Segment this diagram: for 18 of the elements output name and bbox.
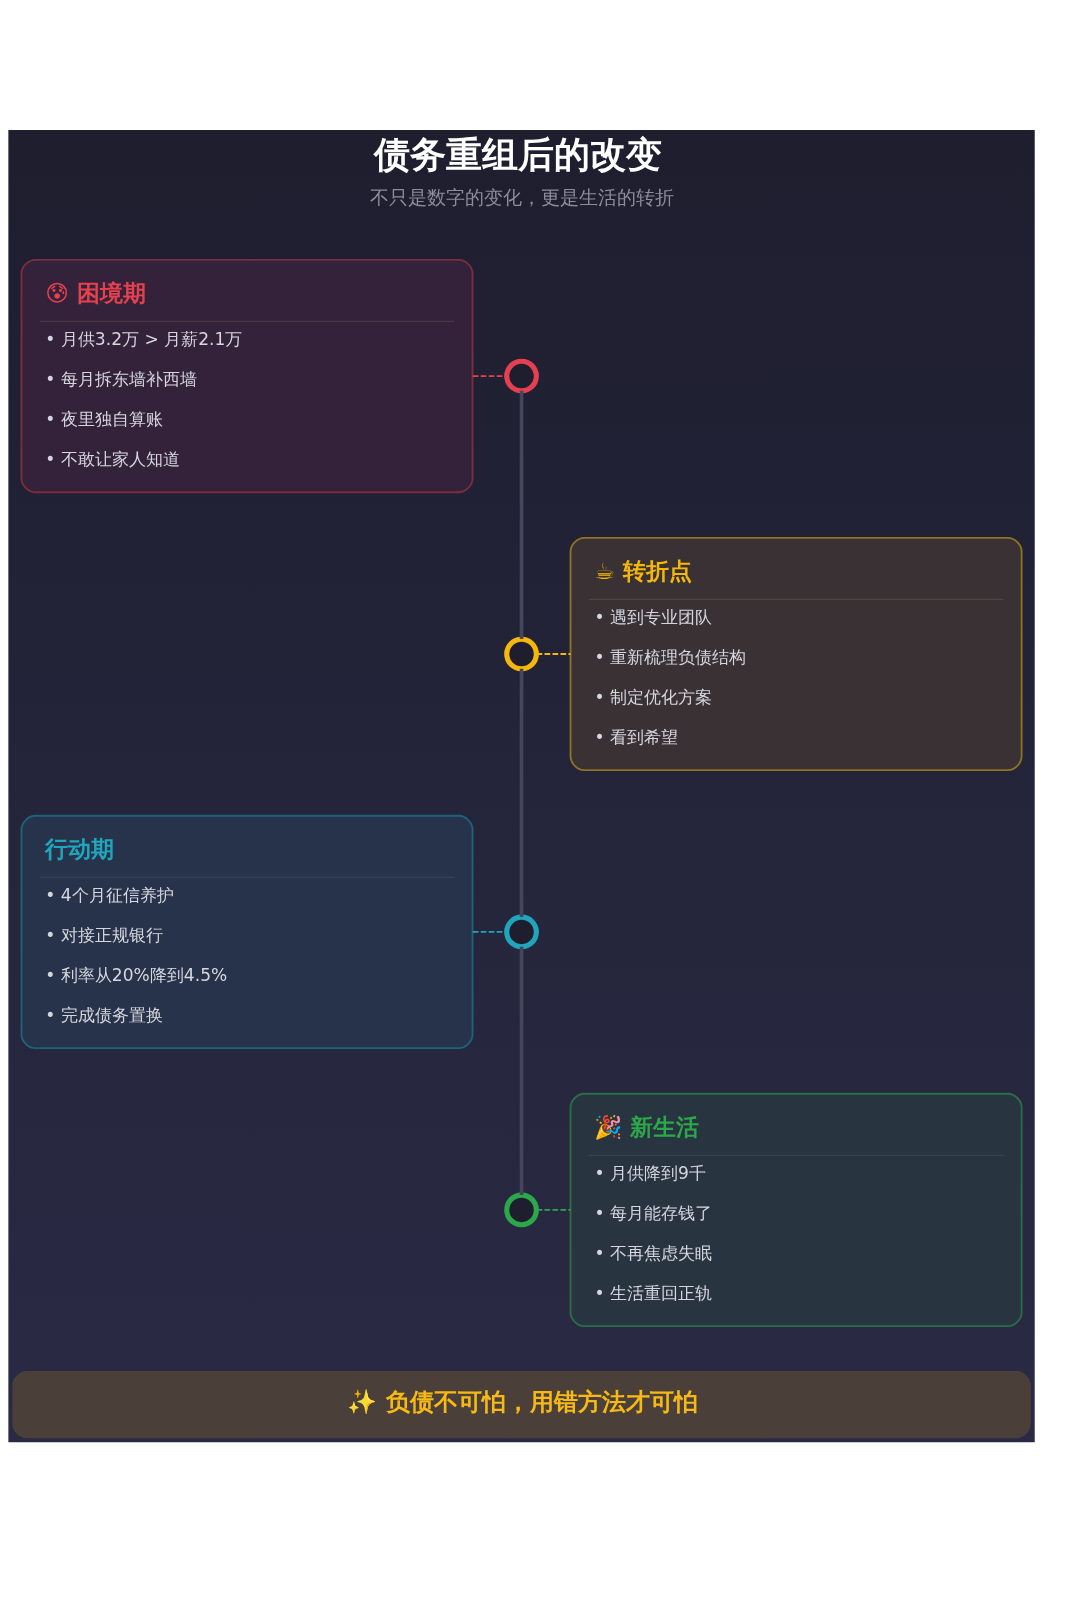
connector [519,946,524,1195]
node-circle [504,636,539,671]
node-circle [504,914,539,949]
label: 不只是数字的变化，更是生活的转折 [369,185,674,209]
connector [471,374,508,377]
node-box: 😰 困境期 • 月供3.2万 > 月薪2.1万 • 每月拆东墙补西墙 • 夜里独自算账 • 不敢让家人知道 [20,258,474,493]
node-circle [504,1192,539,1227]
node-box: 🎉 新生活 • 月供降到9千 • 每月能存钱了 • 不再焦虑失眠 • 生活重回正轨 [569,1092,1023,1327]
diagram-title: 债务重组后的改变 [374,132,663,176]
connector [519,390,524,639]
connector [519,668,524,917]
connector [535,652,572,655]
node-box: ☕ 转折点 • 遇到专业团队 • 重新梳理负债结构 • 制定优化方案 • 看到希望 [569,536,1023,771]
node-box: 行动期 • 4个月征信养护 • 对接正规银行 • 利率从20%降到4.5% • 完成债务置换 [20,814,474,1049]
node-circle [504,358,539,393]
connector [535,1208,572,1211]
node-box: ✨ 负债不可怕，用错方法才可怕 [12,1370,1031,1438]
connector [471,930,508,933]
